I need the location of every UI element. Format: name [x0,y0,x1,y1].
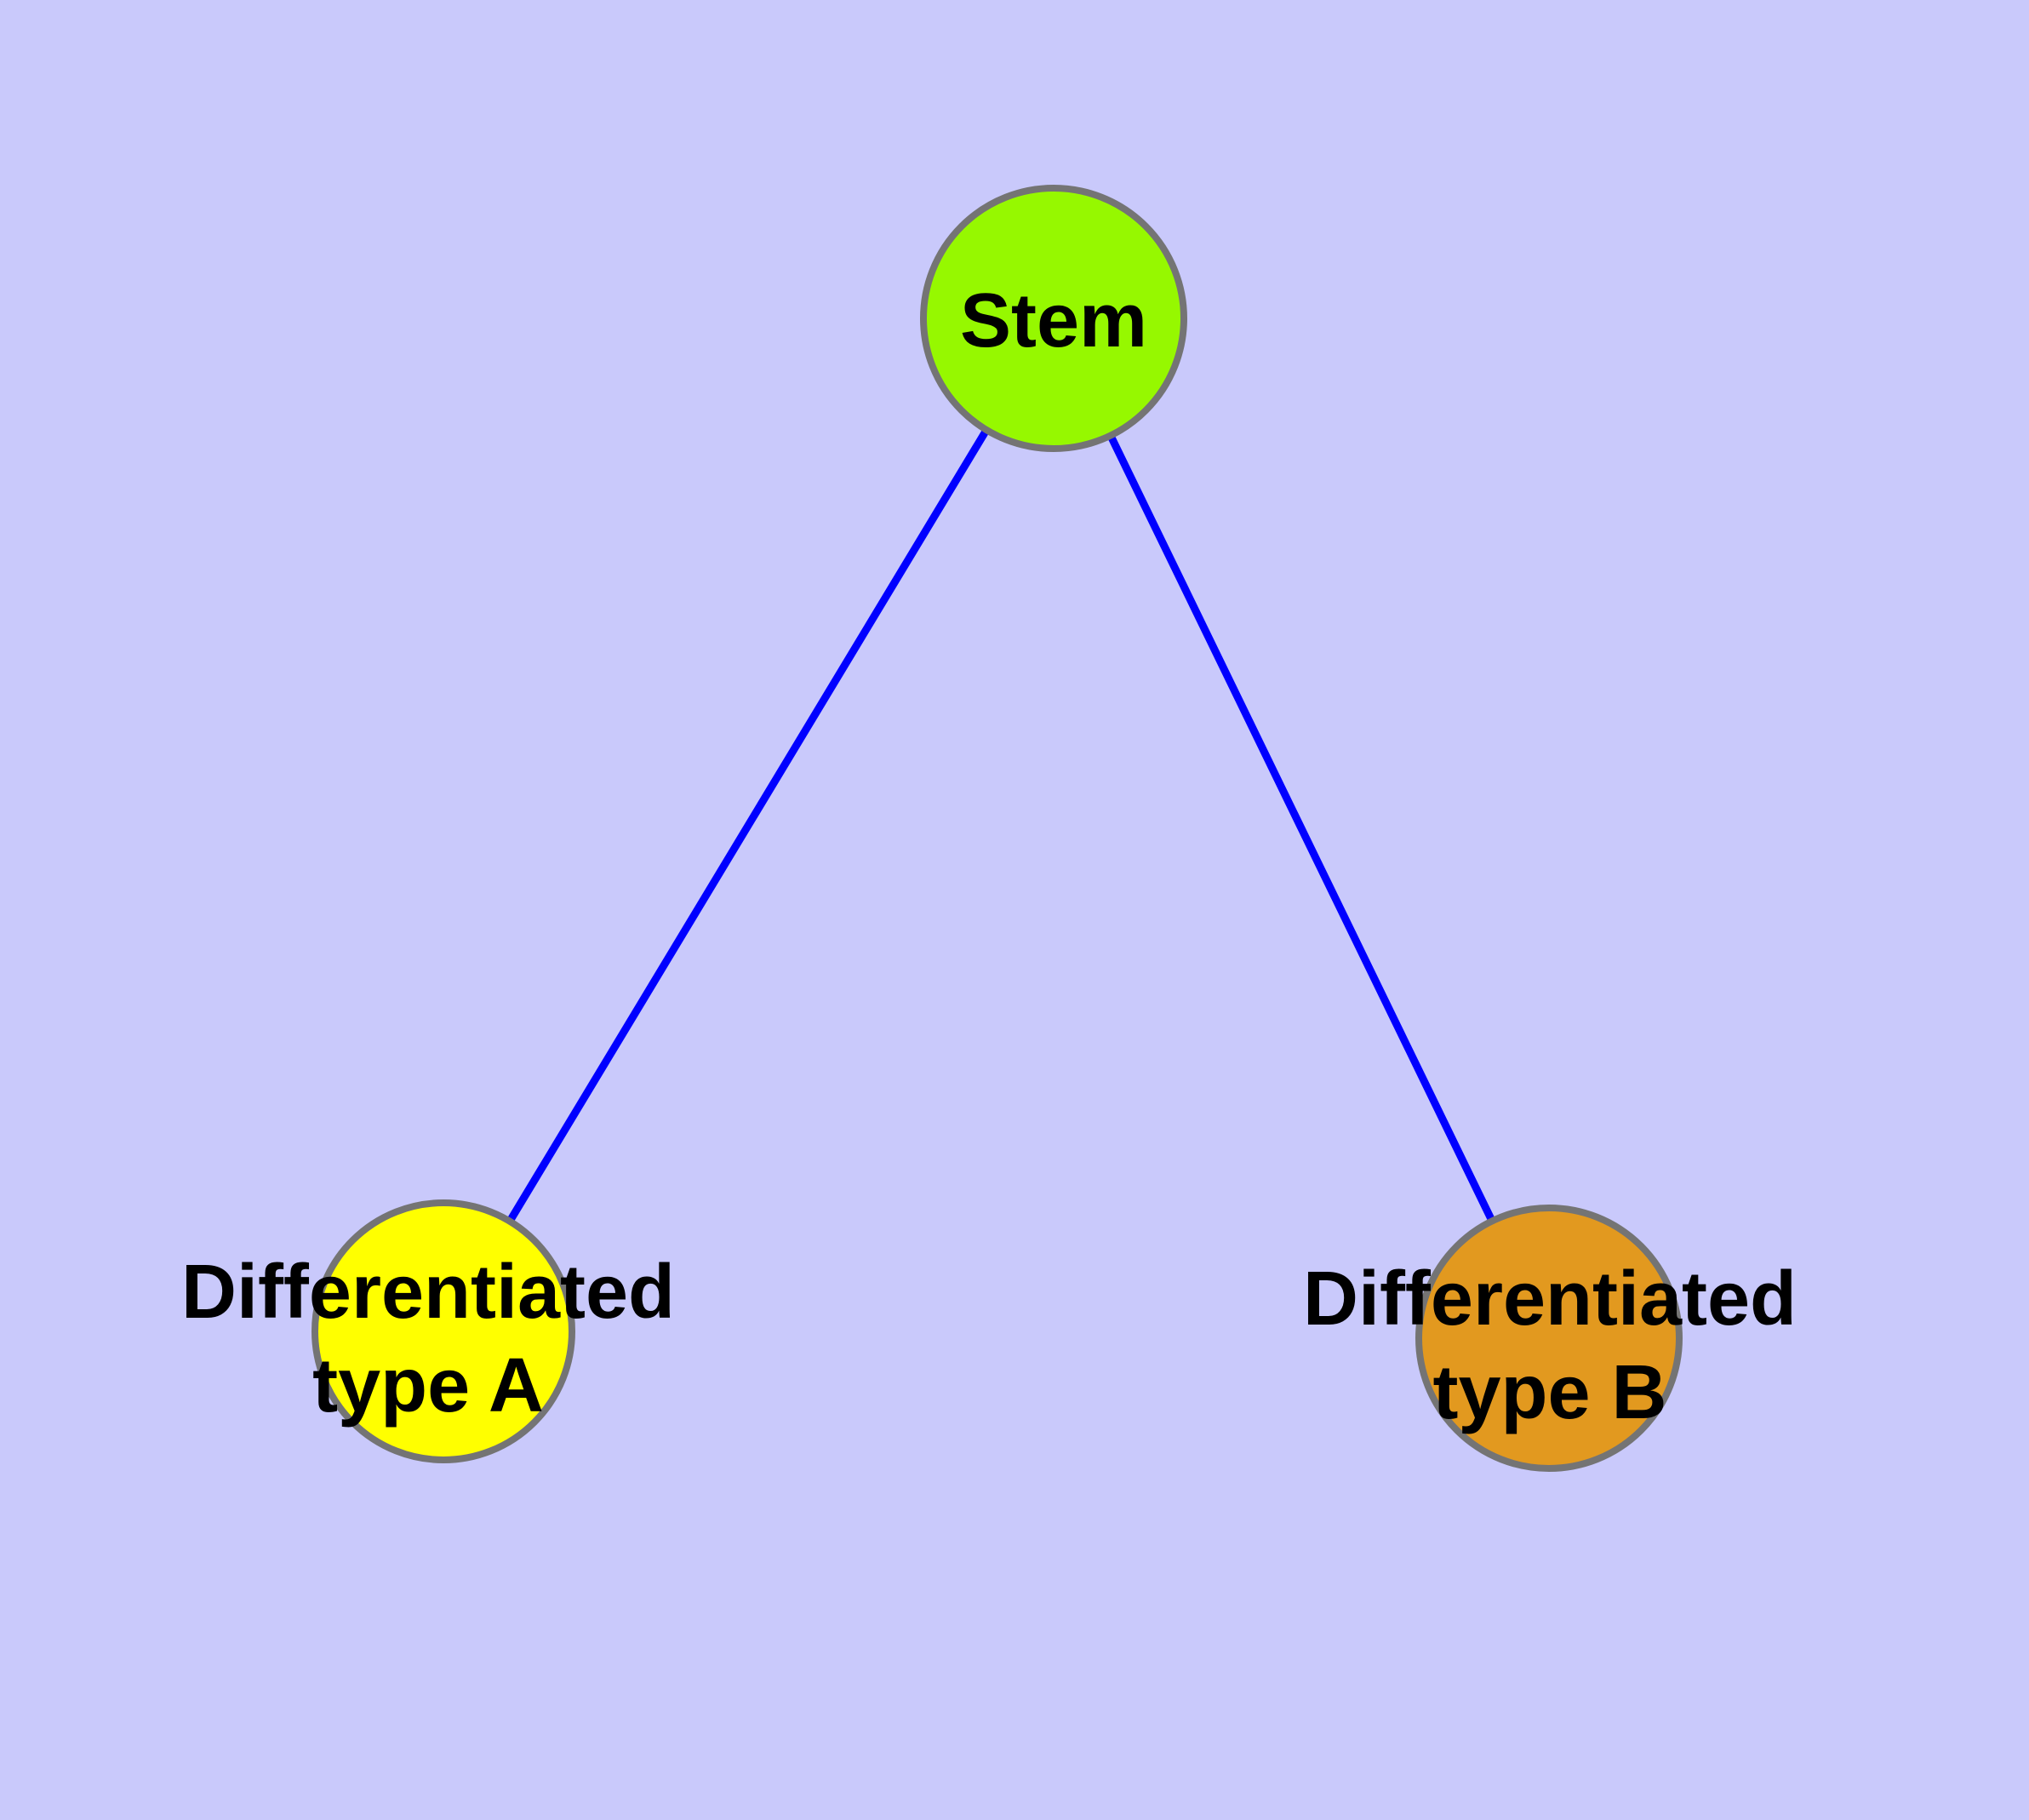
node-type-a-label-line2: type A [312,1343,544,1428]
edge-stem-to-type-b [1049,314,1553,1342]
node-stem [920,185,1187,452]
node-stem-label: Stem [960,278,1147,363]
edge-stem-to-type-a [439,314,1058,1336]
node-differentiated-type-a [311,1199,575,1463]
node-type-b-label-line2: type B [1432,1350,1666,1435]
node-type-b-label-line1: Differentiated [1303,1256,1797,1342]
node-type-a-label-line1: Differentiated [181,1250,675,1335]
node-differentiated-type-b [1415,1205,1683,1472]
